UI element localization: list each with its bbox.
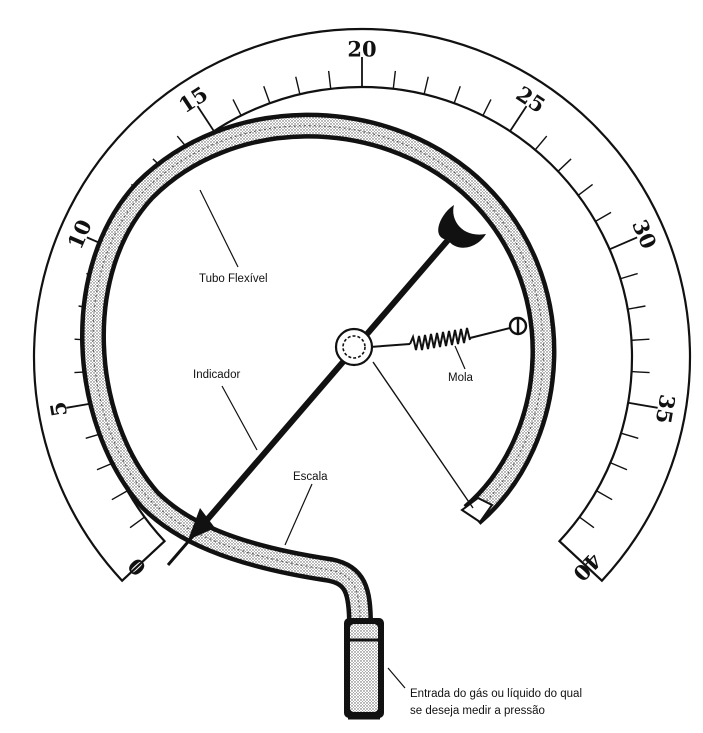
tube-tip xyxy=(460,496,494,524)
scale-numeral: 5 xyxy=(45,400,72,419)
spring xyxy=(355,316,528,351)
minor-tick xyxy=(482,99,492,116)
minor-tick xyxy=(263,86,271,104)
pointer-needle xyxy=(166,205,486,566)
minor-tick xyxy=(392,70,397,89)
minor-tick xyxy=(453,86,461,104)
inlet-fitting xyxy=(344,618,384,720)
major-tick xyxy=(609,236,638,251)
minor-tick xyxy=(620,432,639,439)
flexible-tube-fill xyxy=(84,117,552,626)
minor-tick xyxy=(610,462,628,471)
minor-tick xyxy=(631,338,650,341)
label-inlet-line2: se deseja medir a pressão xyxy=(410,705,545,717)
flexible-tube-inner-line xyxy=(92,125,545,626)
callout-leaders xyxy=(199,189,466,689)
minor-tick xyxy=(111,490,128,501)
minor-tick xyxy=(620,272,638,280)
major-tick xyxy=(509,105,528,132)
minor-tick xyxy=(327,70,332,89)
minor-tick xyxy=(557,158,572,172)
minor-tick xyxy=(232,99,242,116)
label-pointer: Indicador xyxy=(193,369,240,381)
pointer-hub xyxy=(334,327,374,367)
major-tick xyxy=(627,401,658,409)
major-tick xyxy=(196,105,215,132)
scale-numeral: 35 xyxy=(651,393,681,426)
minor-tick xyxy=(423,76,429,95)
minor-tick xyxy=(534,135,548,151)
major-tick xyxy=(141,540,166,563)
minor-tick xyxy=(129,516,145,529)
linkage-rod xyxy=(372,361,474,509)
scale-numeral: 20 xyxy=(347,37,376,62)
label-spring: Mola xyxy=(448,372,474,384)
minor-tick xyxy=(295,76,301,95)
major-tick xyxy=(558,540,583,563)
minor-tick xyxy=(595,211,612,222)
minor-tick xyxy=(631,370,650,374)
label-flexible-tube: Tubo Flexível xyxy=(199,273,268,285)
minor-tick xyxy=(577,183,594,196)
label-scale: Escala xyxy=(293,471,328,483)
minor-tick xyxy=(627,305,646,310)
minor-tick xyxy=(579,516,595,529)
minor-tick xyxy=(596,490,613,501)
label-inlet-line1: Entrada do gás ou líquido do qual xyxy=(410,688,582,700)
